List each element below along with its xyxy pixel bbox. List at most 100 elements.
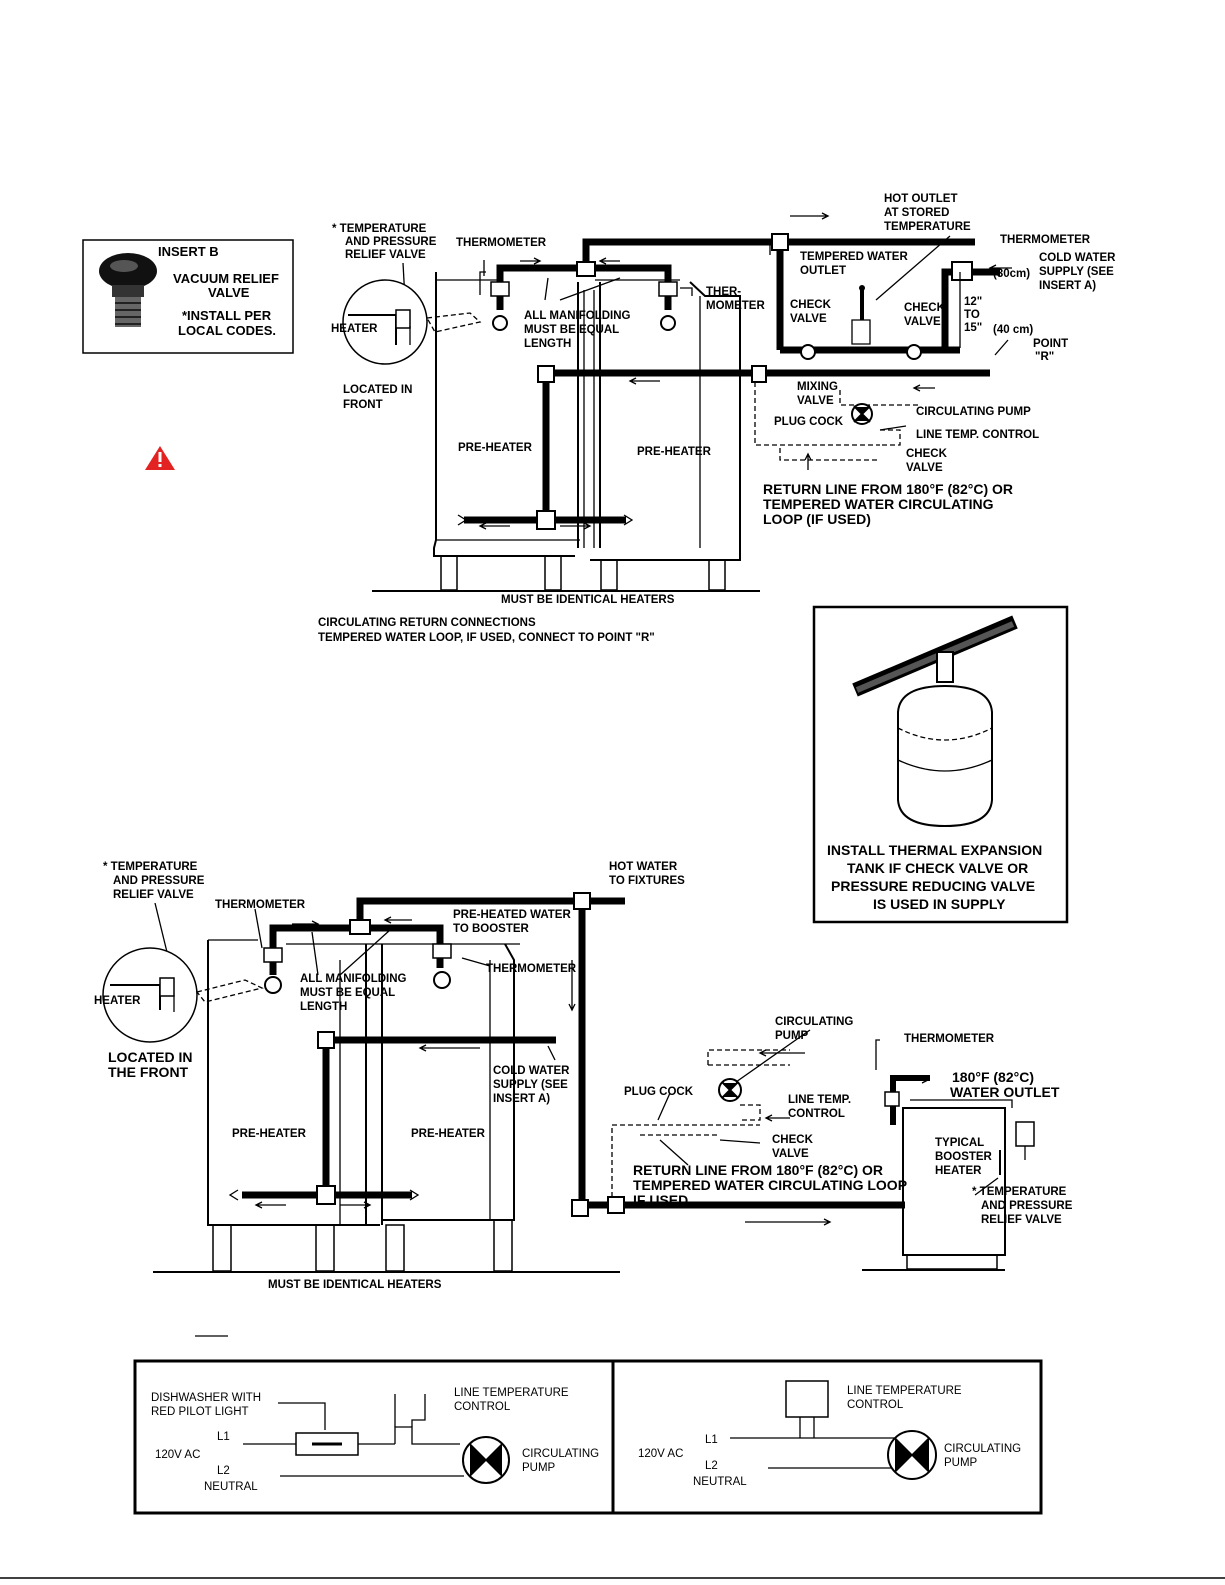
bot-identical: MUST BE IDENTICAL HEATERS bbox=[268, 1279, 442, 1291]
top-plug-cock: PLUG COCK bbox=[774, 416, 844, 428]
bot-thermometer-right: THERMOMETER bbox=[904, 1033, 995, 1045]
insert-b-note-1: *INSTALL PER bbox=[182, 308, 272, 323]
top-line-temp: LINE TEMP. CONTROL bbox=[916, 429, 1039, 441]
bot-outlet-1: 180°F (82°C) bbox=[952, 1069, 1034, 1085]
top-manifolding-1: ALL MANIFOLDING bbox=[524, 310, 631, 322]
top-tp-valve-1: * TEMPERATURE bbox=[332, 223, 427, 235]
bot-return-line-1: RETURN LINE FROM 180°F (82°C) OR bbox=[633, 1162, 883, 1178]
wr-l2: L2 bbox=[705, 1460, 718, 1472]
bot-circ-pump-2: PUMP bbox=[775, 1030, 809, 1042]
warning-icon bbox=[145, 446, 175, 470]
wl-l2: L2 bbox=[217, 1465, 230, 1477]
top-dim-12: 12" bbox=[964, 296, 982, 308]
top-hot-outlet-2: AT STORED bbox=[884, 207, 949, 219]
top-hot-outlet-3: TEMPERATURE bbox=[884, 221, 971, 233]
bot-preheated-2: TO BOOSTER bbox=[453, 923, 530, 935]
bot-manifolding-3: LENGTH bbox=[300, 1001, 347, 1013]
top-tempered-outlet-1: TEMPERED WATER bbox=[800, 251, 908, 263]
insert-b-valve-1: VACUUM RELIEF bbox=[173, 271, 279, 286]
bot-outlet-2: WATER OUTLET bbox=[950, 1084, 1060, 1100]
top-point-r-1: POINT bbox=[1033, 338, 1068, 350]
top-manifolding-3: LENGTH bbox=[524, 338, 571, 350]
wl-l1: L1 bbox=[217, 1431, 230, 1443]
top-check-valve-1a: CHECK bbox=[790, 299, 832, 311]
bot-check-valve-1: CHECK bbox=[772, 1134, 814, 1146]
top-hot-outlet-1: HOT OUTLET bbox=[884, 193, 957, 205]
top-check-valve-1b: VALVE bbox=[790, 313, 827, 325]
bot-tp-valve-2: AND PRESSURE bbox=[113, 875, 205, 887]
top-circ-pump: CIRCULATING PUMP bbox=[916, 406, 1031, 418]
top-heater-label: HEATER bbox=[331, 323, 378, 335]
top-dim-30: (30cm) bbox=[993, 268, 1030, 280]
insert-b-box: INSERT B VACUUM RELIEF VALVE *INSTALL PE… bbox=[82, 239, 294, 354]
bot-preheated-1: PRE-HEATED WATER bbox=[453, 909, 571, 921]
bot-tp-right-1: * TEMPERATURE bbox=[972, 1186, 1067, 1198]
bot-preheater-1: PRE-HEATER bbox=[232, 1128, 307, 1140]
top-located-2: FRONT bbox=[343, 399, 383, 411]
top-return-line-2: TEMPERED WATER CIRCULATING bbox=[763, 496, 994, 512]
top-thermometer-right: THERMOMETER bbox=[1000, 234, 1091, 246]
bot-hot-water-2: TO FIXTURES bbox=[609, 875, 685, 887]
bot-tp-valve-1: * TEMPERATURE bbox=[103, 861, 198, 873]
top-preheater-2: PRE-HEATER bbox=[637, 446, 712, 458]
top-point-r-2: "R" bbox=[1035, 351, 1054, 363]
wr-line-temp-1: LINE TEMPERATURE bbox=[847, 1385, 962, 1397]
top-tempered-outlet-2: OUTLET bbox=[800, 265, 846, 277]
insert-b-note-2: LOCAL CODES. bbox=[178, 323, 276, 338]
bot-manifolding-2: MUST BE EQUAL bbox=[300, 987, 395, 999]
top-tp-valve-3: RELIEF VALVE bbox=[345, 249, 426, 261]
top-check-valve-3a: CHECK bbox=[906, 448, 948, 460]
bot-booster-1: TYPICAL bbox=[935, 1137, 984, 1149]
top-located-1: LOCATED IN bbox=[343, 384, 412, 396]
top-thermometer-mid-1: THER- bbox=[706, 286, 741, 298]
top-plumbing-diagram bbox=[342, 212, 1012, 592]
top-manifolding-2: MUST BE EQUAL bbox=[524, 324, 619, 336]
wr-pump-2: PUMP bbox=[944, 1457, 978, 1469]
bot-line-temp-2: CONTROL bbox=[788, 1108, 845, 1120]
bot-thermometer-left: THERMOMETER bbox=[215, 899, 306, 911]
top-check-valve-2b: VALVE bbox=[904, 316, 941, 328]
wl-pump-1: CIRCULATING bbox=[522, 1448, 599, 1460]
top-dim-15: 15" bbox=[964, 322, 982, 334]
bot-tp-right-3: RELIEF VALVE bbox=[981, 1214, 1062, 1226]
bot-cold-supply-3: INSERT A) bbox=[493, 1093, 550, 1105]
top-thermometer-mid-2: MOMETER bbox=[706, 300, 765, 312]
wl-pump-2: PUMP bbox=[522, 1462, 556, 1474]
wr-neutral: NEUTRAL bbox=[693, 1476, 747, 1488]
wl-line-temp-2: CONTROL bbox=[454, 1401, 511, 1413]
tank-line-3: PRESSURE REDUCING VALVE bbox=[831, 878, 1035, 894]
insert-b-title: INSERT B bbox=[158, 244, 219, 259]
top-check-valve-2a: CHECK bbox=[904, 302, 946, 314]
top-dim-to: TO bbox=[964, 309, 980, 321]
bot-return-line-3: IF USED. bbox=[633, 1192, 692, 1208]
top-cold-supply-1: COLD WATER bbox=[1039, 252, 1116, 264]
bot-thermometer-mid: THERMOMETER bbox=[486, 963, 577, 975]
wr-l1: L1 bbox=[705, 1434, 718, 1446]
top-check-valve-3b: VALVE bbox=[906, 462, 943, 474]
tank-line-1: INSTALL THERMAL EXPANSION bbox=[827, 842, 1042, 858]
expansion-tank-box: INSTALL THERMAL EXPANSION TANK IF CHECK … bbox=[812, 605, 1069, 924]
bot-tp-valve-3: RELIEF VALVE bbox=[113, 889, 194, 901]
wr-line-temp-2: CONTROL bbox=[847, 1399, 904, 1411]
wiring-box bbox=[133, 1359, 1043, 1515]
bot-hot-water-1: HOT WATER bbox=[609, 861, 678, 873]
top-cold-supply-2: SUPPLY (SEE bbox=[1039, 266, 1114, 278]
wl-volts: 120V AC bbox=[155, 1449, 200, 1461]
wr-volts: 120V AC bbox=[638, 1448, 683, 1460]
top-mixing-valve-2: VALVE bbox=[797, 395, 834, 407]
wl-line-temp-1: LINE TEMPERATURE bbox=[454, 1387, 569, 1399]
top-cold-supply-3: INSERT A) bbox=[1039, 280, 1096, 292]
wr-pump-1: CIRCULATING bbox=[944, 1443, 1021, 1455]
bot-manifolding-1: ALL MANIFOLDING bbox=[300, 973, 407, 985]
expansion-tank-icon bbox=[852, 615, 1018, 828]
vacuum-relief-valve-icon bbox=[99, 253, 157, 327]
bot-circ-pump-1: CIRCULATING bbox=[775, 1016, 853, 1028]
bot-heater-label: HEATER bbox=[94, 995, 141, 1007]
top-identical: MUST BE IDENTICAL HEATERS bbox=[501, 594, 675, 606]
wl-neutral: NEUTRAL bbox=[204, 1481, 258, 1493]
bot-booster-3: HEATER bbox=[935, 1165, 982, 1177]
bot-return-line-2: TEMPERED WATER CIRCULATING LOOP bbox=[633, 1177, 907, 1193]
top-preheater-1: PRE-HEATER bbox=[458, 442, 533, 454]
wl-dishwasher-1: DISHWASHER WITH bbox=[151, 1392, 261, 1404]
